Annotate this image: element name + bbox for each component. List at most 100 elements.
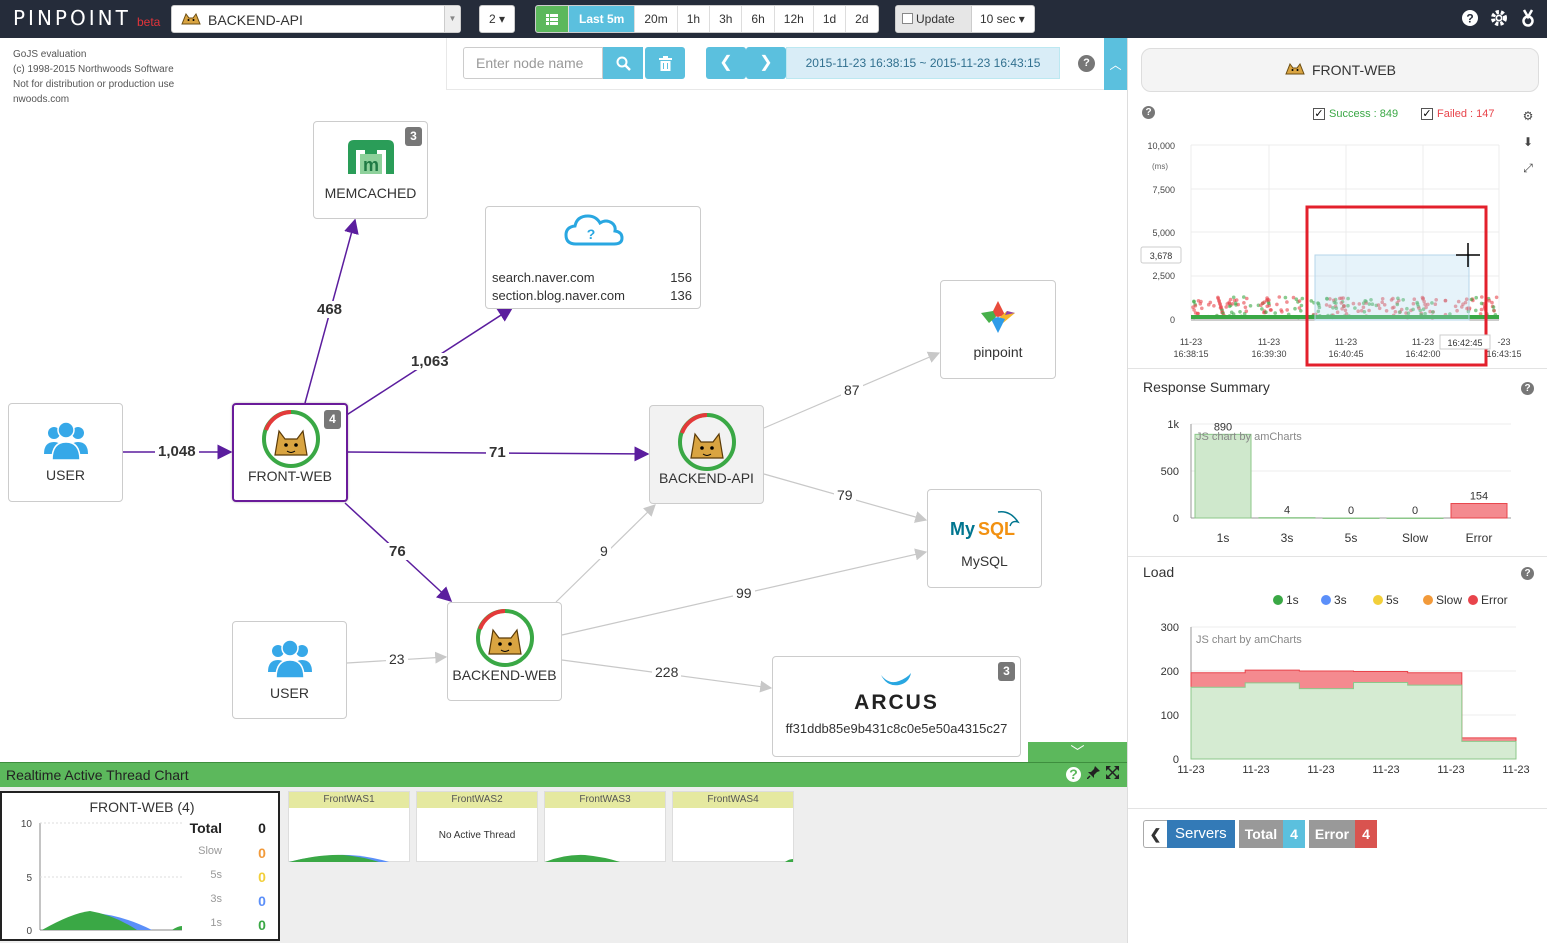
- help-icon[interactable]: ?: [1078, 55, 1095, 72]
- node-search-input[interactable]: Enter node name: [463, 47, 603, 79]
- legend-value: 0: [258, 893, 266, 909]
- x-tick: 11-23: [1372, 764, 1399, 776]
- help-icon[interactable]: ?: [1066, 766, 1081, 782]
- scatter-point: [1431, 310, 1435, 314]
- edge-label[interactable]: 76: [386, 543, 409, 560]
- agent-card-frontwas2[interactable]: FrontWAS2 No Active Thread: [416, 791, 538, 862]
- scatter-point: [1300, 296, 1305, 301]
- scatter-point: [1474, 308, 1478, 313]
- application-select[interactable]: BACKEND-API ▼: [171, 5, 461, 33]
- chevron-down-icon[interactable]: ▼: [444, 6, 460, 32]
- agent-card-frontwas3[interactable]: FrontWAS3: [544, 791, 666, 862]
- scatter-point: [1242, 295, 1246, 299]
- drag-selection-area: [1314, 254, 1470, 321]
- instance-count-badge: 4: [324, 410, 341, 429]
- y-tick: 5,000: [1152, 228, 1175, 238]
- edge-label[interactable]: 468: [314, 301, 346, 318]
- node-front-web[interactable]: FRONT-WEB 4: [232, 403, 348, 502]
- legend-label: 5s: [1386, 593, 1399, 607]
- interval-dropdown[interactable]: 10 sec ▾: [980, 12, 1025, 26]
- scatter-point: [1433, 302, 1438, 306]
- node-arcus[interactable]: ARCUS ff31ddb85e9b431c8c0e5e50a4315c27 3: [772, 656, 1021, 757]
- scatter-point: [1426, 302, 1430, 307]
- period-last-5m[interactable]: Last 5m: [568, 6, 635, 32]
- server-map[interactable]: GoJS evaluation (c) 1998-2015 Northwoods…: [0, 38, 1127, 758]
- gear-icon[interactable]: [1489, 9, 1508, 28]
- search-button[interactable]: [603, 47, 643, 79]
- node-backend-api[interactable]: BACKEND-API: [649, 405, 764, 504]
- bar: [1322, 517, 1380, 519]
- expand-icon[interactable]: [1106, 766, 1119, 782]
- edge-label[interactable]: 79: [834, 487, 856, 503]
- period-2d[interactable]: 2d: [845, 6, 877, 32]
- collapse-toolbar-button[interactable]: ︿: [1104, 38, 1127, 90]
- edge-label[interactable]: 1,048: [155, 443, 199, 460]
- node-pinpoint[interactable]: pinpoint: [940, 280, 1056, 379]
- servers-button[interactable]: Servers: [1167, 820, 1235, 848]
- edge-label[interactable]: 9: [597, 543, 611, 559]
- x-tick: 16:42:00: [1405, 349, 1440, 359]
- period-1h[interactable]: 1h: [676, 6, 709, 32]
- y-tick: 0: [1173, 754, 1179, 766]
- help-icon[interactable]: ?: [1460, 9, 1479, 28]
- period-3h[interactable]: 3h: [709, 6, 741, 32]
- scatter-point: [1465, 306, 1469, 311]
- selected-node-title[interactable]: FRONT-WEB: [1141, 48, 1539, 92]
- y-cursor-label: [1140, 246, 1182, 264]
- download-icon[interactable]: ⬇: [1522, 135, 1534, 149]
- pin-icon[interactable]: [1086, 766, 1100, 782]
- category-label: Error: [1466, 531, 1493, 545]
- agent-card-frontwas4[interactable]: FrontWAS4: [672, 791, 794, 862]
- node-user[interactable]: USER: [8, 403, 123, 502]
- edge-label[interactable]: 228: [652, 664, 682, 680]
- period-20m[interactable]: 20m: [634, 6, 676, 32]
- chevron-left-icon[interactable]: ❮: [1143, 820, 1167, 848]
- edge-label[interactable]: 99: [733, 585, 755, 601]
- response-time-scatter-chart[interactable]: 10,000 (ms) 7,500 5,000 2,500 0 3,678 16…: [1128, 133, 1547, 373]
- node-user[interactable]: USER: [232, 621, 347, 719]
- scatter-point: [1231, 295, 1236, 300]
- scatter-point: [1234, 298, 1239, 302]
- fullscreen-icon[interactable]: ⤢: [1523, 161, 1533, 175]
- success-filter-checkbox[interactable]: ✓Success : 849: [1313, 108, 1398, 120]
- previous-range-button[interactable]: ❮: [706, 47, 746, 79]
- clear-button[interactable]: [645, 47, 685, 79]
- svg-text:?: ?: [587, 226, 596, 242]
- edge-label[interactable]: 1,063: [408, 353, 452, 370]
- help-icon[interactable]: ?: [1521, 382, 1534, 395]
- next-range-button[interactable]: ❯: [746, 47, 786, 79]
- list-icon[interactable]: [536, 6, 568, 32]
- realtime-toggle-button[interactable]: ﹀: [1028, 742, 1127, 762]
- edge-label[interactable]: 71: [486, 444, 509, 461]
- period-12h[interactable]: 12h: [773, 6, 813, 32]
- scatter-point: [1384, 309, 1389, 313]
- edge-label[interactable]: 87: [841, 382, 863, 398]
- period-6h[interactable]: 6h: [741, 6, 773, 32]
- node-memcached[interactable]: m MEMCACHED 3: [313, 121, 428, 219]
- user-icon[interactable]: [1518, 9, 1537, 28]
- update-checkbox[interactable]: Update: [896, 6, 972, 32]
- help-icon[interactable]: ?: [1142, 106, 1155, 119]
- edge-label[interactable]: 23: [386, 651, 408, 667]
- pinpoint-logo[interactable]: PINPOINT: [13, 6, 131, 30]
- scatter-point: [1344, 312, 1349, 316]
- search-depth-dropdown[interactable]: 2 ▾: [479, 5, 515, 33]
- period-1d[interactable]: 1d: [812, 6, 845, 32]
- scatter-point: [1424, 305, 1428, 310]
- node-backend-web[interactable]: BACKEND-WEB: [447, 602, 562, 701]
- node-label: BACKEND-WEB: [452, 667, 557, 683]
- section-divider: [1128, 808, 1547, 809]
- scatter-point: [1299, 303, 1304, 308]
- failed-filter-checkbox[interactable]: ✓Failed : 147: [1421, 108, 1494, 120]
- scatter-point: [1430, 301, 1434, 305]
- gear-icon[interactable]: ⚙: [1522, 109, 1534, 123]
- agent-card-frontwas1[interactable]: FrontWAS1: [288, 791, 410, 862]
- legend-swatch: [1321, 595, 1331, 605]
- help-icon[interactable]: ?: [1521, 567, 1534, 580]
